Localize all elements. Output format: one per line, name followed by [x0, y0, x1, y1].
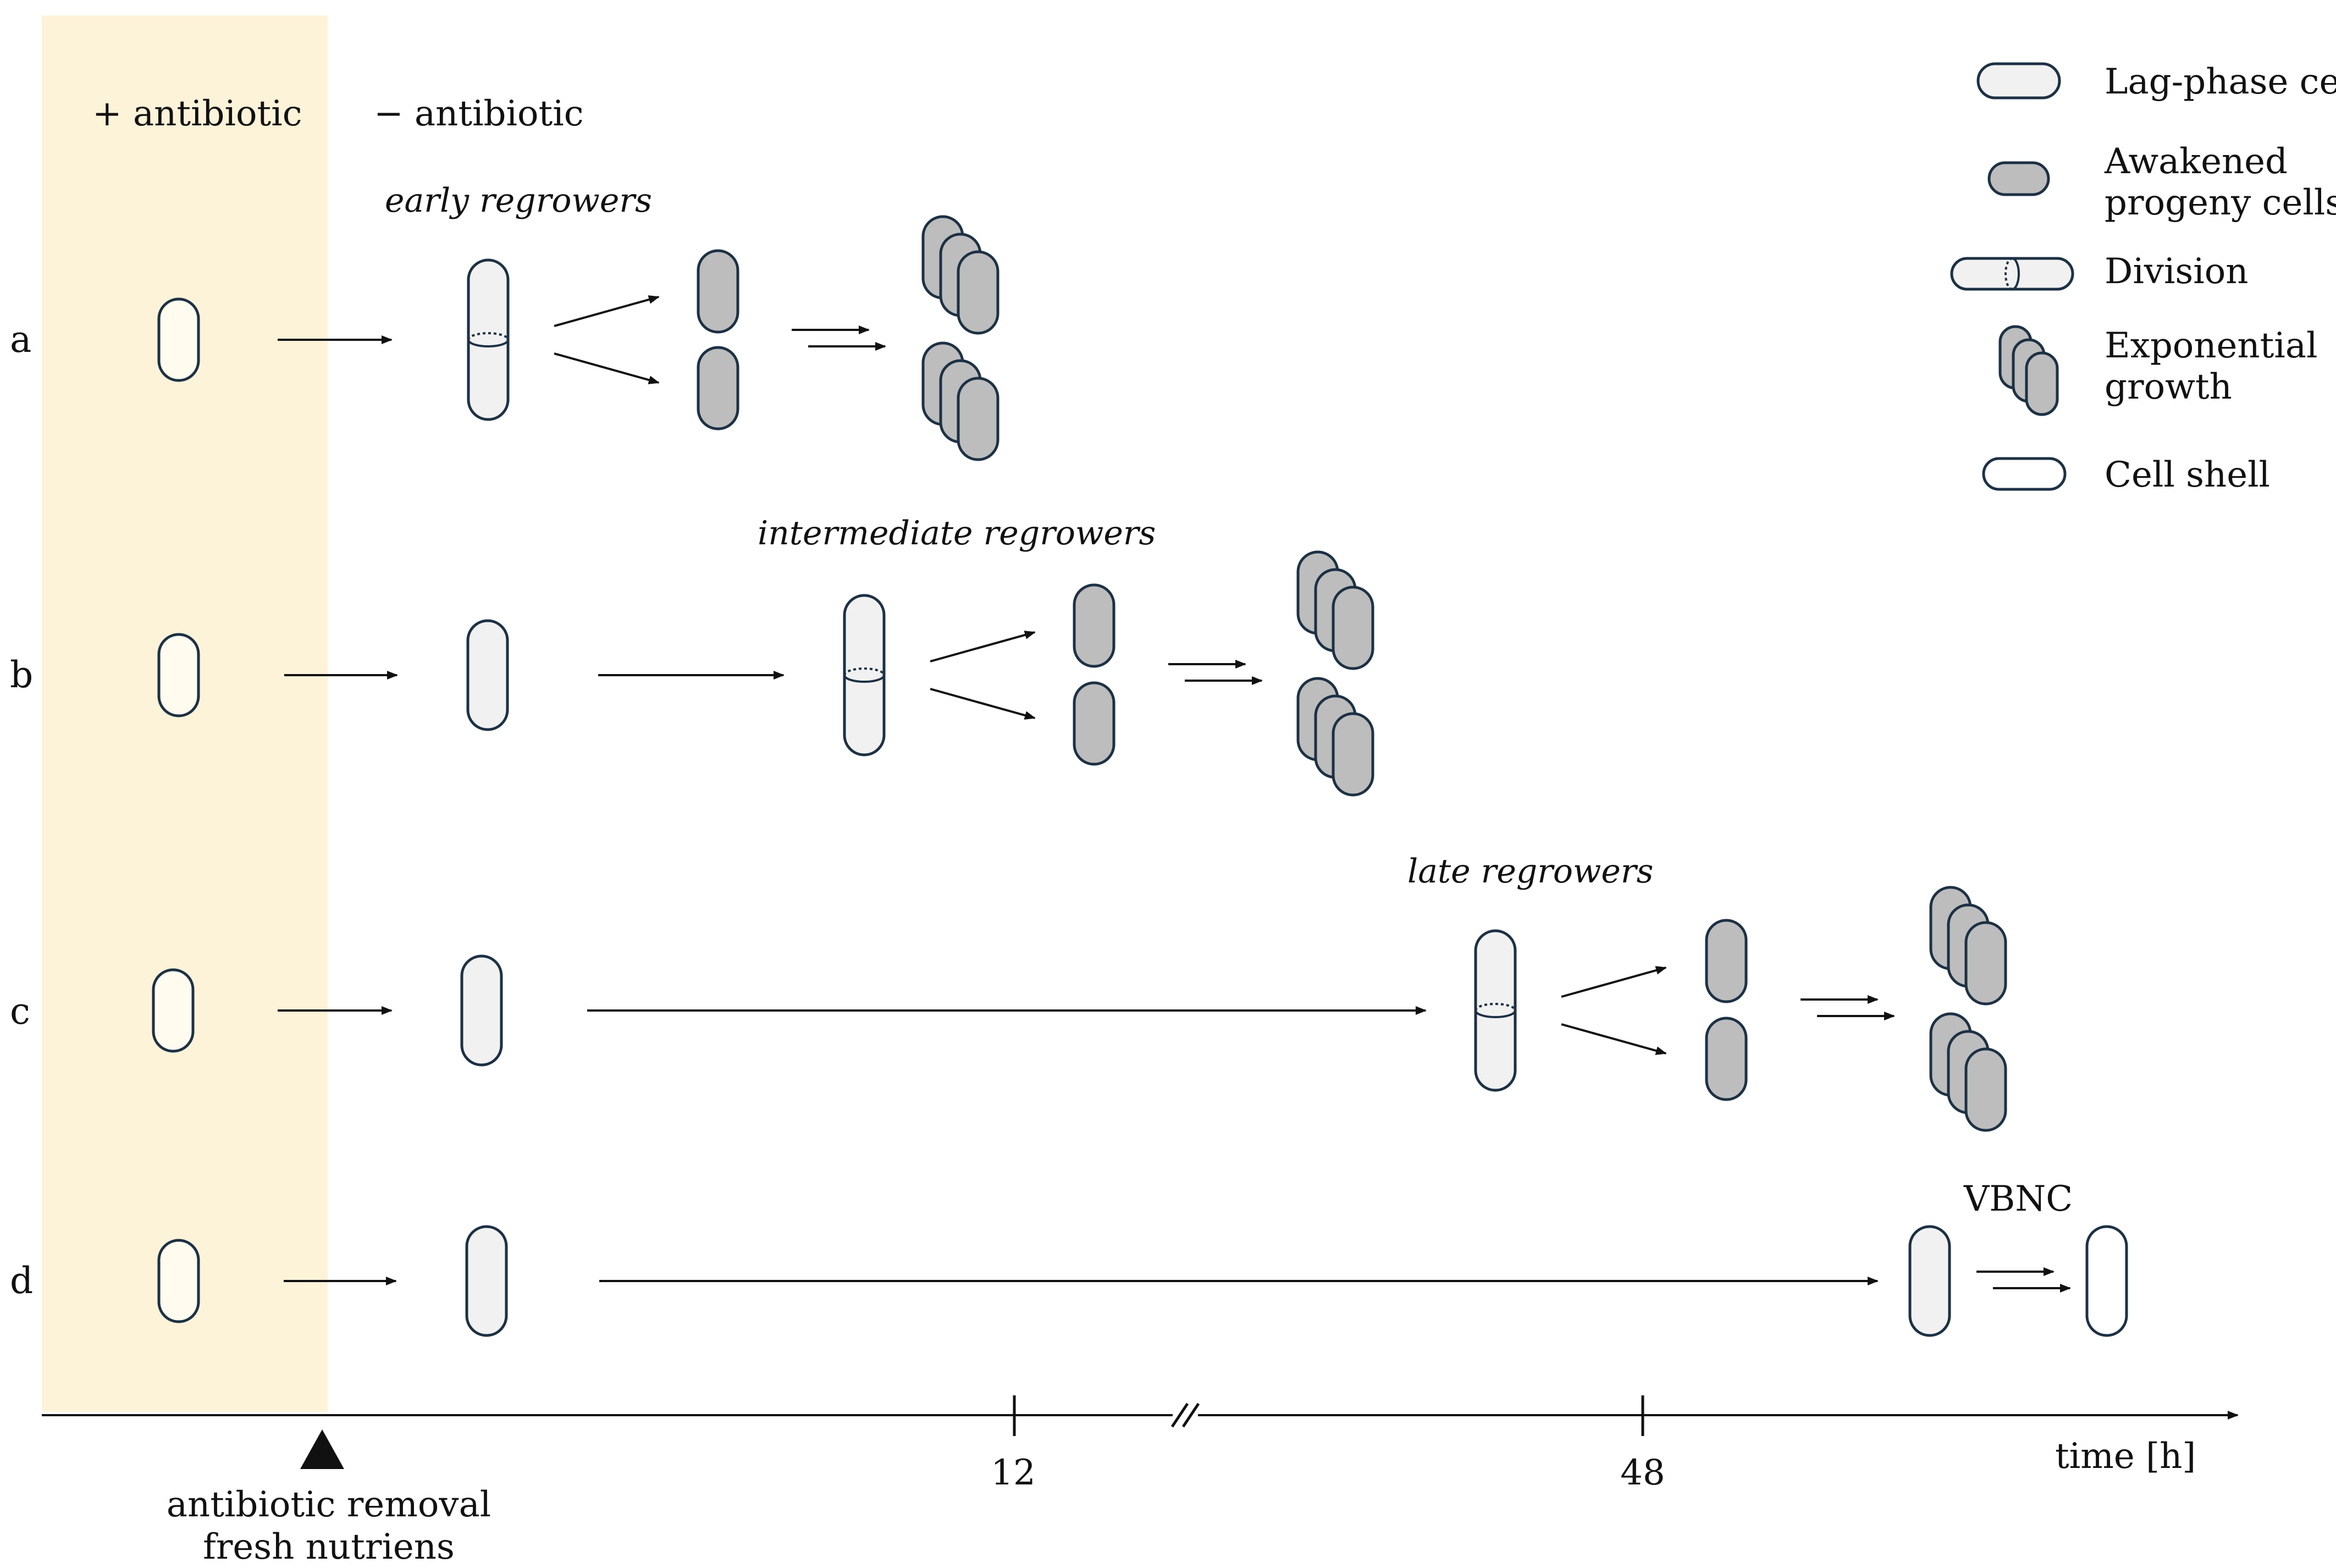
progeny-cell-b-bottom: [1073, 681, 1115, 766]
lag-cell-d-final: [1908, 1225, 1951, 1337]
split-arrow-a-up: [554, 295, 660, 327]
progeny-cell-a-top: [697, 249, 739, 334]
progeny-cell-c-bottom: [1705, 1017, 1748, 1101]
division-plane-back: [843, 667, 885, 676]
antibiotic-cell-a: [157, 297, 200, 382]
legend-awakened-label-2: progeny cells: [2105, 183, 2336, 223]
legend-cell-shell-icon: [1982, 457, 2067, 491]
division-plane-back: [467, 332, 509, 340]
split-arrow-a-down: [554, 352, 660, 384]
antibiotic-removal-label: antibiotic removal: [167, 1484, 491, 1525]
division-plane-front: [1475, 1010, 1516, 1018]
antibiotic-cell-b: [157, 633, 200, 717]
legend-division-plane-front: [2012, 257, 2020, 290]
division-plane-front: [843, 675, 885, 683]
legend-division-cell-icon: [1950, 257, 2074, 291]
row-letter-d: d: [10, 1260, 33, 1302]
lag-cell-b: [466, 619, 509, 731]
division-plane-front: [467, 339, 509, 347]
antibiotic-removal-marker: [300, 1429, 344, 1469]
exp-stack-b-bottom-3: [1332, 712, 1374, 797]
lag-cell-d: [465, 1225, 508, 1337]
tick-label-48: 48: [1620, 1453, 1665, 1493]
legend-exponential-label-1: Exponential: [2105, 325, 2317, 366]
exp-stack-c-top-3: [1964, 921, 2007, 1006]
dividing-cell-a: [467, 258, 510, 421]
fresh-nutrients-label: fresh nutriens: [203, 1527, 455, 1565]
row-letter-b: b: [10, 654, 33, 696]
axis-break-mark-2: [1181, 1403, 1200, 1428]
exp-stack-b-top-3: [1332, 586, 1374, 670]
row-letter-c: c: [10, 990, 30, 1033]
dividing-cell-b: [843, 594, 886, 757]
intermediate-regrowers-label: intermediate regrowers: [758, 514, 1156, 553]
legend-cell-shell-label: Cell shell: [2105, 455, 2270, 495]
early-regrowers-label: early regrowers: [385, 181, 652, 220]
legend-lag-cell-icon: [1976, 62, 2061, 100]
legend-exponential-label-2: growth: [2105, 367, 2232, 407]
progeny-cell-a-bottom: [697, 346, 739, 430]
dividing-cell-c: [1474, 929, 1517, 1092]
lag-cell-c: [460, 954, 503, 1067]
time-axis-label: time [h]: [2055, 1436, 2196, 1477]
split-arrow-b-down: [930, 688, 1036, 720]
legend-division-plane-back: [2004, 257, 2013, 290]
split-arrow-b-up: [930, 631, 1036, 662]
progeny-cell-b-top: [1073, 583, 1115, 668]
division-plane-back: [1475, 1003, 1516, 1011]
vbnc-cell-shell: [2085, 1225, 2128, 1337]
minus-antibiotic-label: − antibiotic: [374, 93, 584, 134]
row-letter-a: a: [10, 318, 31, 361]
tick-label-12: 12: [991, 1453, 1035, 1493]
late-regrowers-label: late regrowers: [1407, 852, 1653, 891]
split-arrow-c-up: [1561, 966, 1667, 998]
split-arrow-c-down: [1561, 1023, 1667, 1055]
legend-exp-cell-3: [2025, 351, 2059, 416]
antibiotic-cell-d: [157, 1239, 200, 1323]
plus-antibiotic-label: + antibiotic: [92, 93, 302, 134]
exp-stack-a-bottom-3: [957, 377, 999, 461]
legend-lag-label: Lag-phase cells: [2105, 62, 2336, 102]
legend-awakened-cell-icon: [1987, 161, 2050, 196]
diagram-shapes: [42, 62, 2239, 1469]
progeny-cell-c-top: [1705, 919, 1748, 1003]
legend-awakened-label-1: Awakened: [2104, 141, 2288, 182]
legend-division-label: Division: [2105, 251, 2248, 292]
axis-break-mark-1: [1170, 1403, 1189, 1428]
vbnc-label: VBNC: [1963, 1179, 2073, 1219]
exp-stack-a-top-3: [957, 250, 999, 335]
exp-stack-c-bottom-3: [1964, 1047, 2007, 1132]
antibiotic-cell-c: [152, 968, 195, 1053]
